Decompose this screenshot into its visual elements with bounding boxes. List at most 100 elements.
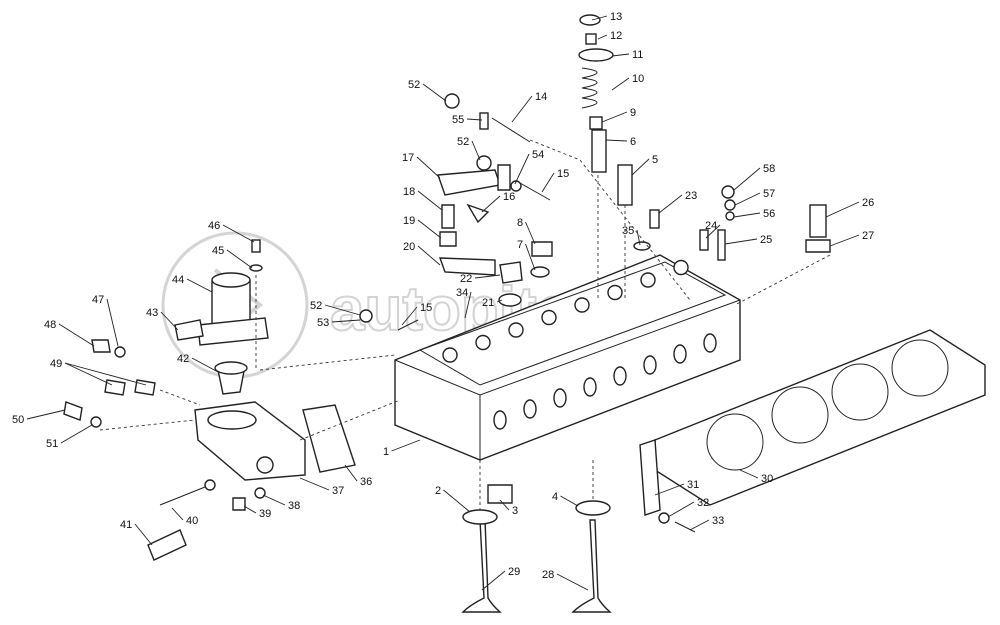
leader-line bbox=[636, 229, 641, 246]
callout-number: 2 bbox=[435, 485, 441, 497]
callout-number: 20 bbox=[403, 241, 415, 253]
callout-number: 33 bbox=[712, 515, 724, 527]
callout-number: 57 bbox=[763, 188, 775, 200]
leader-line bbox=[556, 573, 589, 591]
callout-number: 52 bbox=[310, 300, 322, 312]
side-port bbox=[613, 366, 627, 386]
callout-40: 40 bbox=[171, 507, 198, 527]
leader-line bbox=[705, 224, 721, 239]
callout-48: 48 bbox=[44, 319, 95, 347]
leader-line bbox=[422, 83, 447, 102]
callout-number: 46 bbox=[208, 220, 220, 232]
fittings bbox=[63, 339, 696, 561]
callout-52: 52 bbox=[310, 300, 361, 316]
callout-47: 47 bbox=[92, 294, 119, 347]
leader-line bbox=[226, 249, 253, 269]
callout-7: 7 bbox=[517, 239, 536, 271]
callout-number: 42 bbox=[177, 353, 189, 365]
leader-line bbox=[466, 118, 483, 121]
callout-number: 18 bbox=[403, 186, 415, 198]
leader-line bbox=[611, 77, 630, 91]
callout-number: 27 bbox=[862, 230, 874, 242]
callout-23: 23 bbox=[658, 190, 697, 214]
callout-20: 20 bbox=[403, 241, 441, 266]
leader-line bbox=[560, 495, 579, 507]
leader-line bbox=[464, 291, 472, 319]
callout-number: 52 bbox=[408, 79, 420, 91]
callout-number: 43 bbox=[146, 307, 158, 319]
side-port bbox=[703, 333, 717, 353]
callout-number: 24 bbox=[705, 220, 717, 232]
leader-line bbox=[654, 483, 685, 496]
leader-line bbox=[262, 494, 286, 506]
callout-number: 44 bbox=[172, 274, 184, 286]
head-port bbox=[640, 272, 656, 288]
side-port bbox=[583, 377, 597, 397]
callout-number: 23 bbox=[685, 190, 697, 202]
callout-number: 40 bbox=[186, 515, 198, 527]
callout-number: 29 bbox=[508, 566, 520, 578]
leader-line bbox=[64, 362, 147, 386]
leader-line bbox=[222, 224, 255, 243]
callout-41: 41 bbox=[120, 519, 153, 546]
callout-number: 14 bbox=[535, 91, 547, 103]
side-port bbox=[643, 355, 657, 375]
callout-number: 1 bbox=[383, 446, 389, 458]
leader-line bbox=[496, 299, 503, 303]
leader-line bbox=[511, 95, 533, 123]
side-port bbox=[553, 388, 567, 408]
callout-number: 58 bbox=[763, 163, 775, 175]
callout-49: 49 bbox=[50, 358, 147, 386]
callout-10: 10 bbox=[611, 73, 644, 91]
callout-52: 52 bbox=[408, 79, 447, 102]
callout-number: 32 bbox=[697, 497, 709, 509]
callout-19: 19 bbox=[403, 215, 442, 239]
leader-line bbox=[829, 234, 860, 247]
callout-number: 56 bbox=[763, 208, 775, 220]
callout-56: 56 bbox=[733, 208, 775, 220]
callout-46: 46 bbox=[208, 220, 255, 243]
leader-line bbox=[631, 158, 650, 176]
side-port bbox=[493, 410, 507, 430]
callout-27: 27 bbox=[829, 230, 874, 247]
assembly-lines bbox=[99, 139, 831, 510]
leader-line bbox=[417, 219, 442, 239]
callout-15: 15 bbox=[401, 302, 432, 326]
callout-26: 26 bbox=[825, 197, 874, 218]
callout-4: 4 bbox=[552, 491, 579, 507]
callout-50: 50 bbox=[12, 409, 66, 426]
leader-line bbox=[417, 245, 441, 266]
callout-number: 13 bbox=[610, 11, 622, 23]
callout-30: 30 bbox=[739, 469, 773, 485]
callout-35: 35 bbox=[622, 225, 641, 246]
leader-line bbox=[64, 362, 113, 386]
leader-line bbox=[525, 221, 536, 245]
leader-line bbox=[724, 238, 758, 245]
callout-28: 28 bbox=[542, 569, 589, 591]
side-port bbox=[523, 399, 537, 419]
callout-51: 51 bbox=[46, 424, 93, 450]
callout-number: 5 bbox=[652, 154, 658, 166]
leader-line bbox=[733, 167, 761, 191]
head-port bbox=[574, 297, 590, 313]
callout-number: 51 bbox=[46, 438, 58, 450]
head-port bbox=[607, 284, 623, 301]
thermostat-housing bbox=[174, 239, 356, 481]
leader-line bbox=[160, 311, 179, 331]
leader-line bbox=[481, 570, 506, 591]
leader-line bbox=[667, 501, 695, 518]
callout-number: 17 bbox=[402, 152, 414, 164]
callout-number: 36 bbox=[360, 476, 372, 488]
callout-number: 39 bbox=[259, 508, 271, 520]
callout-number: 47 bbox=[92, 294, 104, 306]
leader-line bbox=[299, 477, 330, 491]
callout-labels: 1312111096558575623242526273514555252541… bbox=[12, 11, 874, 591]
callout-number: 22 bbox=[460, 273, 472, 285]
callout-number: 38 bbox=[288, 500, 300, 512]
leader-line bbox=[134, 523, 153, 546]
callout-37: 37 bbox=[299, 477, 344, 497]
callout-9: 9 bbox=[601, 107, 636, 123]
callout-number: 25 bbox=[760, 234, 772, 246]
rocker-assembly bbox=[359, 93, 553, 331]
